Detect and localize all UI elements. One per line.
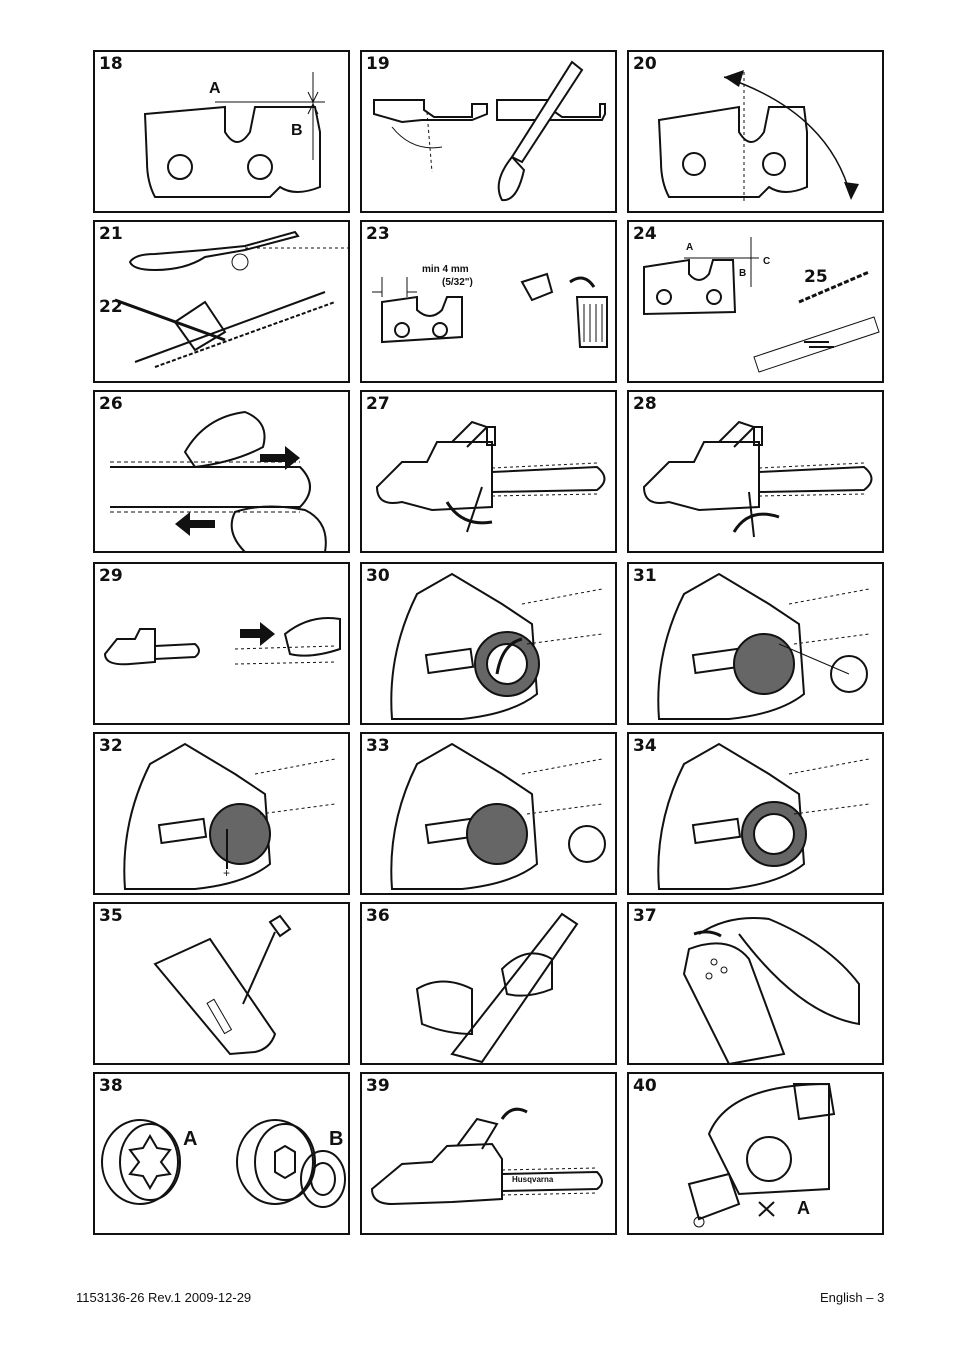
bar-clean-drawing xyxy=(153,914,292,1056)
figure-number-25: 25 xyxy=(804,267,828,287)
tooth-angle-drawing xyxy=(657,70,859,202)
figure-number: 34 xyxy=(633,736,657,756)
figure-number: 32 xyxy=(99,736,123,756)
figure-35: 35 xyxy=(93,902,350,1065)
cutter-tooth-drawing xyxy=(143,72,325,198)
figure-20: 20 xyxy=(627,50,884,213)
label-b: B xyxy=(291,122,303,139)
min-depth-inch-label: (5/32") xyxy=(442,277,473,288)
figure-27: 27 xyxy=(360,390,617,553)
chainsaw-side-drawing xyxy=(642,420,873,538)
chainsaw-side-drawing xyxy=(375,420,606,533)
chainsaw-clutch-drawing xyxy=(687,1082,836,1228)
figure-number: 36 xyxy=(366,906,390,926)
label-a: A xyxy=(686,242,694,253)
figure-37: 37 xyxy=(627,902,884,1065)
figure-number: 23 xyxy=(366,224,390,244)
label-c: C xyxy=(763,256,771,267)
sprocket-drawing xyxy=(101,1119,346,1208)
figure-40: 40 A xyxy=(627,1072,884,1235)
figure-30: 30 xyxy=(360,562,617,725)
figure-number: 20 xyxy=(633,54,657,74)
label-a: A xyxy=(183,1128,198,1150)
figure-34: 34 xyxy=(627,732,884,895)
chain-rotate-drawing xyxy=(103,617,341,666)
figure-number: 38 xyxy=(99,1076,123,1096)
figure-number: 28 xyxy=(633,394,657,414)
figure-19: 19 xyxy=(360,50,617,213)
document-number: 1153136-26 Rev.1 2009-12-29 xyxy=(76,1290,252,1305)
figure-38: 38 A B xyxy=(93,1072,350,1235)
worn-tooth-drawing xyxy=(372,272,608,348)
figure-29: 29 xyxy=(93,562,350,725)
figure-number: 31 xyxy=(633,566,657,586)
bar-nose-lube-drawing xyxy=(682,917,860,1063)
figure-number: 33 xyxy=(366,736,390,756)
figure-21-22: 21 22 xyxy=(93,220,350,383)
figure-32: 32 + xyxy=(93,732,350,895)
figure-number: 29 xyxy=(99,566,123,586)
label-b: B xyxy=(739,268,747,279)
tensioner-detail-drawing: + xyxy=(123,742,336,890)
chainsaw-complete-drawing xyxy=(370,1107,603,1206)
page-number: English – 3 xyxy=(820,1290,885,1305)
file-angle-drawing xyxy=(373,60,606,202)
figure-number: 39 xyxy=(366,1076,390,1096)
figure-23: 23 min 4 mm (5/32") xyxy=(360,220,617,383)
figure-31: 31 xyxy=(627,562,884,725)
svg-text:+: + xyxy=(223,866,230,880)
figure-28: 28 xyxy=(627,390,884,553)
figure-number: 19 xyxy=(366,54,390,74)
figure-33: 33 xyxy=(360,732,617,895)
figure-36: 36 xyxy=(360,902,617,1065)
tensioner-adjust-drawing xyxy=(657,572,870,720)
figure-26: 26 xyxy=(93,390,350,553)
bar-inspect-drawing xyxy=(415,912,579,1063)
figure-number: 24 xyxy=(633,224,657,244)
label-b: B xyxy=(329,1128,344,1150)
figure-number: 35 xyxy=(99,906,123,926)
figure-number: 30 xyxy=(366,566,390,586)
tensioner-cover-drawing xyxy=(390,572,603,720)
brand-label: Husqvarna xyxy=(512,1175,554,1184)
figure-number: 37 xyxy=(633,906,657,926)
figure-number: 27 xyxy=(366,394,390,414)
tensioner-closed-drawing xyxy=(657,742,870,890)
figure-number: 26 xyxy=(99,394,123,414)
figure-39: 39 Husqvarna xyxy=(360,1072,617,1235)
chain-tension-check-drawing xyxy=(110,410,327,551)
figure-24-25: 24 25 A B C xyxy=(627,220,884,383)
figure-18: 18 A B xyxy=(93,50,350,213)
label-a: A xyxy=(209,80,221,97)
file-holder-drawing xyxy=(114,230,348,368)
figure-number: 40 xyxy=(633,1076,657,1096)
figure-number: 18 xyxy=(99,54,123,74)
figure-number: 21 xyxy=(99,224,123,244)
depth-gauge-drawing xyxy=(643,237,880,373)
label-a: A xyxy=(797,1198,810,1218)
tensioner-lock-drawing xyxy=(390,742,606,890)
min-depth-label: min 4 mm xyxy=(422,264,469,275)
